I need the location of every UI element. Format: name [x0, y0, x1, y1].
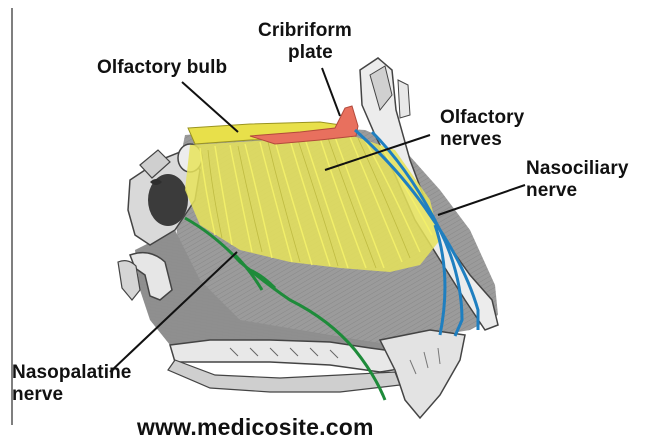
label-nasopalatine-line2: nerve — [12, 384, 131, 406]
label-nasopalatine-line1: Nasopalatine — [12, 362, 131, 384]
label-olfactory-nerves: Olfactory nerves — [440, 107, 524, 151]
olfactory-bulb-leader — [182, 82, 238, 132]
label-olfactory-bulb: Olfactory bulb — [97, 57, 227, 79]
label-olfactory-bulb-text: Olfactory bulb — [97, 57, 227, 79]
label-nasopalatine-nerve: Nasopalatine nerve — [12, 362, 131, 406]
label-nasociliary-nerve: Nasociliary nerve — [526, 158, 629, 202]
watermark-url: www.medicosite.com — [137, 414, 374, 440]
label-cribriform-plate: Cribriform plate — [258, 20, 352, 64]
label-cribriform-line2: plate — [258, 42, 352, 64]
label-nasociliary-line2: nerve — [526, 180, 629, 202]
nasociliary-nerve-leader — [438, 185, 525, 215]
label-nasociliary-line1: Nasociliary — [526, 158, 629, 180]
label-cribriform-line1: Cribriform — [258, 20, 352, 42]
label-olfactory-nerves-line1: Olfactory — [440, 107, 524, 129]
label-olfactory-nerves-line2: nerves — [440, 129, 524, 151]
cribriform-plate-leader — [322, 68, 340, 116]
